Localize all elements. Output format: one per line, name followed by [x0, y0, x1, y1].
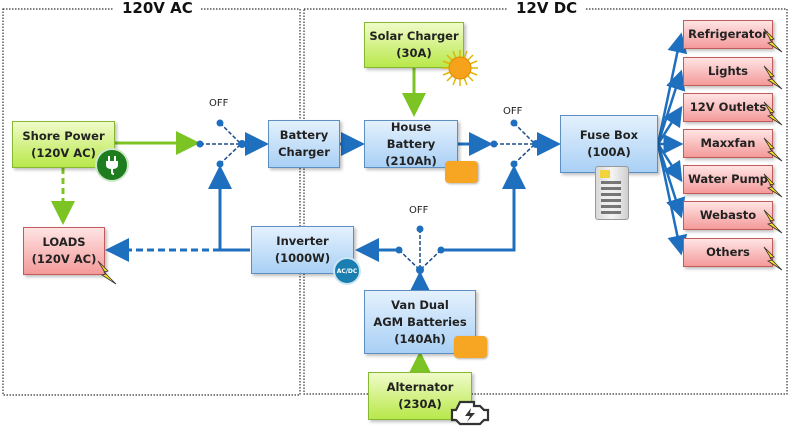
- wire-fusebox-to-load: [656, 143, 686, 219]
- node-house-battery[interactable]: House Battery (210Ah): [364, 120, 458, 168]
- fuse-panel-icon: [595, 166, 629, 220]
- dc-load-label: Others: [706, 245, 750, 259]
- transfer-switch-ac[interactable]: [196, 119, 247, 168]
- lightning-icon: [763, 209, 783, 234]
- node-title: Inverter: [276, 234, 329, 248]
- node-title: Fuse Box: [579, 128, 639, 142]
- lightning-icon: [763, 137, 783, 162]
- node-title: Alternator: [386, 380, 454, 394]
- sun-icon: [442, 50, 478, 86]
- plug-icon: [95, 148, 129, 182]
- node-van-batteries[interactable]: Van Dual AGM Batteries (140Ah): [364, 290, 476, 354]
- wire-inverter-to-switch: [208, 165, 250, 252]
- dc-load-label: Webasto: [699, 208, 757, 222]
- dc-load-label: Water Pump: [688, 172, 768, 186]
- zone-title-ac: 120V AC: [114, 0, 201, 17]
- dc-load-webasto[interactable]: Webasto: [683, 201, 773, 230]
- node-loads-ac[interactable]: LOADS (120V AC): [23, 227, 105, 275]
- node-title: LOADS: [42, 235, 86, 249]
- node-alternator[interactable]: Alternator (230A): [368, 372, 472, 420]
- dc-load-water-pump[interactable]: Water Pump: [683, 165, 773, 194]
- wire-fusebox-to-load: [656, 143, 683, 183]
- battery-icon: [445, 161, 478, 183]
- dc-load-label: Maxxfan: [700, 136, 756, 150]
- wire-fusebox-to-load: [656, 69, 686, 145]
- dc-load-12v-outlets[interactable]: 12V Outlets: [683, 93, 773, 122]
- node-title: House Battery: [386, 119, 436, 151]
- node-fuse-box[interactable]: Fuse Box (100A): [560, 115, 658, 173]
- battery-switch-dc[interactable]: [490, 119, 541, 168]
- wire-fusebox-to-load: [656, 105, 683, 145]
- node-title: Solar Charger: [369, 29, 459, 43]
- node-subtitle: (100A): [587, 145, 631, 159]
- lightning-icon: [763, 65, 783, 90]
- node-subtitle: (30A): [396, 46, 432, 60]
- lightning-icon: [763, 28, 783, 53]
- ac-dc-icon: AC/DC: [333, 257, 361, 285]
- dc-load-others[interactable]: Others: [683, 238, 773, 267]
- switch-off-label-dc: OFF: [503, 106, 523, 117]
- node-subtitle: (1000W): [274, 251, 331, 265]
- zone-title-dc: 12V DC: [508, 0, 586, 17]
- node-subtitle: (120V AC): [31, 252, 97, 266]
- ac-zone-frame: [2, 8, 301, 396]
- dc-load-lights[interactable]: Lights: [683, 57, 773, 86]
- van-battery-switch[interactable]: [395, 225, 445, 275]
- node-title: Shore Power: [22, 128, 105, 143]
- lightning-icon: [97, 260, 117, 285]
- node-subtitle: Charger: [278, 145, 330, 159]
- node-title: Van Dual: [391, 297, 449, 312]
- node-subtitle: AGM Batteries: [373, 314, 467, 329]
- fusebox-distribution-wires: [656, 32, 688, 256]
- lightning-icon: [763, 246, 783, 271]
- lightning-icon: [763, 101, 783, 126]
- switch-off-label-ac: OFF: [209, 98, 229, 109]
- node-capacity: (140Ah): [394, 331, 446, 346]
- dc-load-label: Refrigerator: [688, 27, 768, 41]
- dc-load-label: Lights: [707, 64, 749, 78]
- dc-load-refrigerator[interactable]: Refrigerator: [683, 20, 773, 49]
- wire-switch3-to-switch2: [441, 165, 526, 252]
- node-subtitle: (210Ah): [385, 153, 437, 168]
- battery-icon: [454, 336, 487, 358]
- dc-load-label: 12V Outlets: [689, 100, 767, 114]
- node-title: Battery: [279, 128, 329, 142]
- engine-icon: [450, 400, 490, 426]
- node-battery-charger[interactable]: Battery Charger: [268, 120, 340, 168]
- lightning-icon: [763, 173, 783, 198]
- node-subtitle: (120V AC): [31, 145, 96, 160]
- node-solar-charger[interactable]: Solar Charger (30A): [364, 22, 464, 68]
- wire-fusebox-to-load: [656, 143, 688, 256]
- switch-off-label-van: OFF: [409, 205, 429, 216]
- node-subtitle: (230A): [398, 397, 442, 411]
- dc-load-maxxfan[interactable]: Maxxfan: [683, 129, 773, 158]
